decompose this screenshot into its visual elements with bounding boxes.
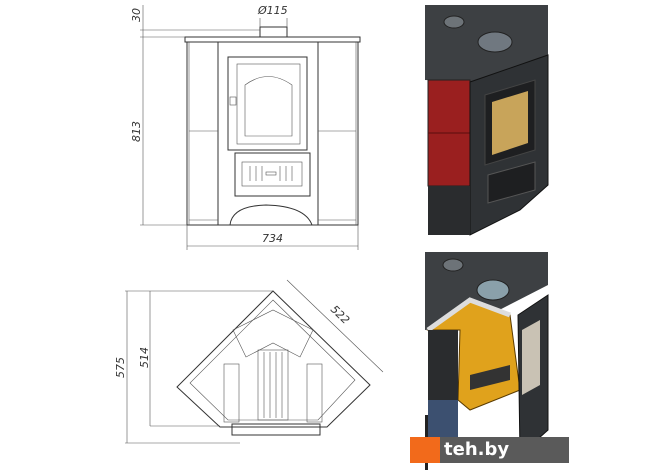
door-glass — [244, 76, 293, 137]
flue-pipe — [259, 26, 288, 38]
plan-outline — [176, 290, 371, 428]
dim-top-offset: 30 — [130, 8, 143, 22]
stove-body — [186, 41, 359, 226]
dim-height: 813 — [130, 121, 143, 142]
stove-render-exterior — [425, 5, 549, 236]
plan-front-door — [231, 423, 321, 436]
fire-door — [227, 56, 308, 151]
dim-side-length: 522 — [328, 303, 352, 327]
top-plate — [184, 36, 361, 43]
watermark-badge: teh.by — [410, 437, 569, 463]
plan-view: 575 514 522 — [114, 279, 384, 444]
dim-flue-diameter: Ø115 — [257, 4, 288, 17]
ash-door — [234, 152, 311, 197]
dim-depth-body: 514 — [138, 347, 151, 368]
brand-logo-mark — [410, 437, 440, 463]
stove-render-cutaway — [425, 252, 549, 470]
base-arch — [229, 204, 313, 226]
door-handle — [229, 96, 237, 106]
dim-depth-total: 575 — [114, 357, 127, 378]
watermark-text: teh.by — [440, 437, 569, 463]
dim-width: 734 — [262, 232, 283, 245]
front-view: 30 813 Ø115 734 — [130, 4, 361, 250]
